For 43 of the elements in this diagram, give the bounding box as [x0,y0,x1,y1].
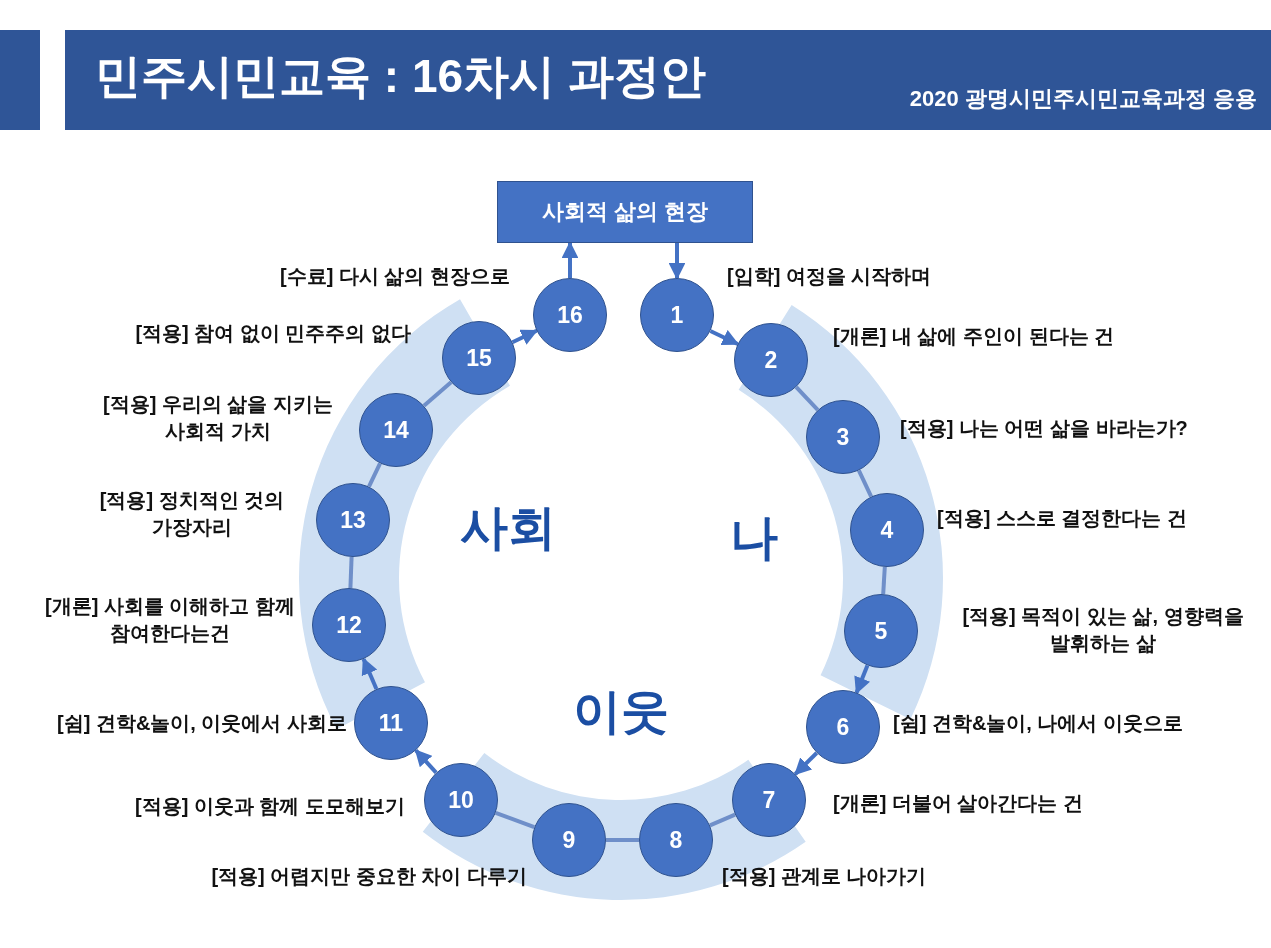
arrow [793,751,819,776]
arrow [361,657,379,690]
connector-line [606,838,639,842]
session-label: [적용] 이웃과 함께 도모해보기 [135,793,405,819]
arrow [709,329,740,346]
session-label: [수료] 다시 삶의 현장으로 [280,263,510,289]
step-circle: 16 [533,278,607,352]
session-label: [적용] 목적이 있는 삶, 영향력을 발휘하는 삶 [961,604,1245,656]
arrow [668,243,686,280]
connector-line [794,385,820,412]
arrow [414,749,438,774]
session-label: [개론] 더불어 살아간다는 건 [833,790,1083,816]
category-label: 사회 [460,500,556,556]
destination-box: 사회적 삶의 현장 [497,181,753,243]
connector-line [881,566,887,595]
session-label: [적용] 스스로 결정한다는 건 [937,505,1187,531]
connector-line [857,469,873,498]
title: 민주시민교육 : 16차시 과정안 [95,49,706,104]
arrow [561,241,579,278]
session-label: [입학] 여정을 시작하며 [727,263,932,289]
category-label: 나 [730,510,778,566]
arrow [854,664,870,695]
category-label: 이웃 [573,684,669,740]
session-label: [적용] 관계로 나아가기 [722,863,927,889]
step-circle: 6 [806,690,880,764]
session-label: [쉼] 견학&놀이, 나에서 이웃으로 [893,710,1183,736]
session-label: [적용] 정치적인 것의 가장자리 [98,488,286,540]
step-circle: 1 [640,278,714,352]
connector-line [495,810,535,830]
session-label: [적용] 참여 없이 민주주의 없다 [135,320,411,346]
session-label: [적용] 어렵지만 중요한 차이 다루기 [211,863,527,889]
subtitle: 2020 광명시민주시민교육과정 응용 [909,85,1257,113]
connector-line [709,812,736,828]
session-label: [적용] 우리의 삶을 지키는 사회적 가치 [102,392,334,444]
session-label: [적용] 나는 어떤 삶을 바라는가? [900,415,1188,441]
session-label: [개론] 내 삶에 주인이 된다는 건 [833,323,1115,349]
connector-line [422,380,453,408]
connector-line [367,462,382,488]
arrow [511,329,539,345]
session-label: [개론] 사회를 이해하고 함께 참여한다는건 [44,594,296,646]
connector-line [348,556,354,589]
step-circle: 11 [354,686,428,760]
session-label: [쉼] 견학&놀이, 이웃에서 사회로 [57,710,347,736]
